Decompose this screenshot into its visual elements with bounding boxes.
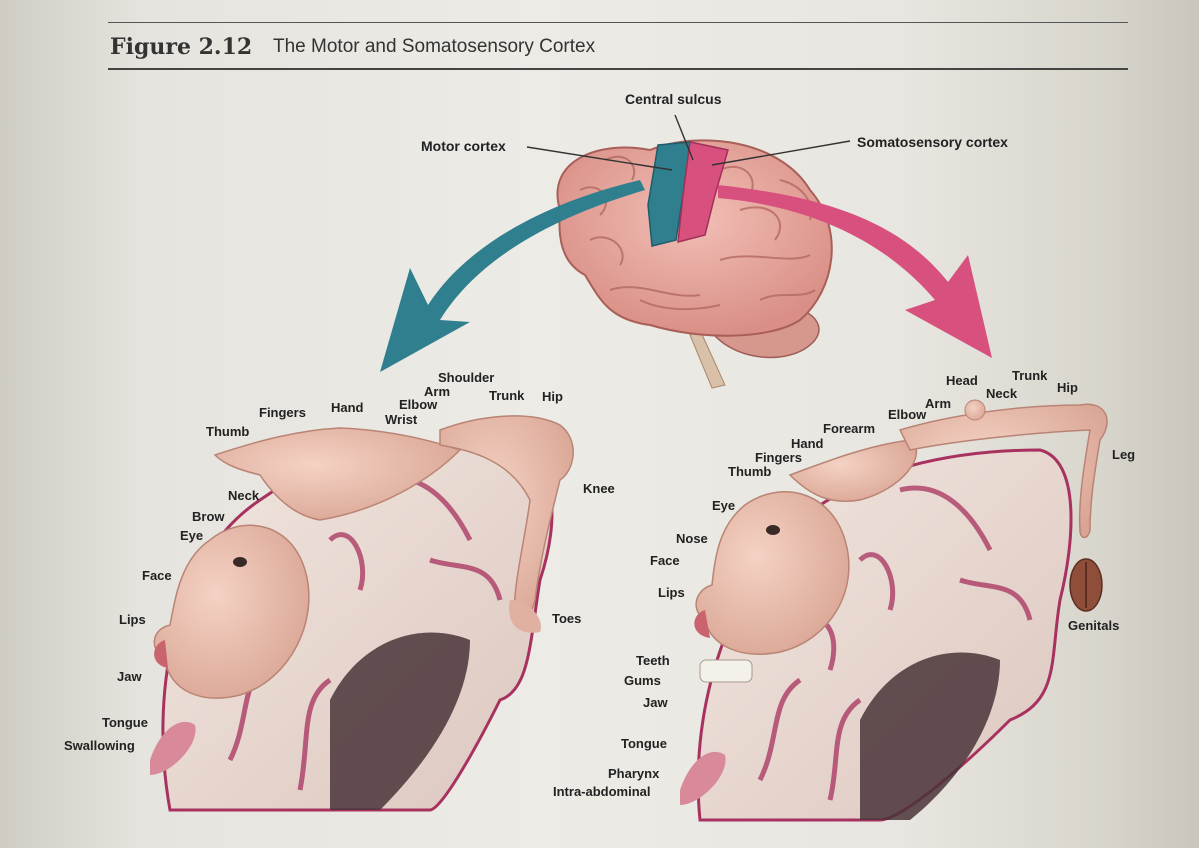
motor-face [153, 524, 310, 699]
motor-eye [233, 557, 247, 567]
motor-label-thumb: Thumb [206, 424, 250, 439]
sensory-label-gums: Gums [624, 673, 661, 688]
leader-lines [526, 114, 851, 171]
sensory-cortex-folds [757, 485, 1033, 801]
sensory-label-tongue: Tongue [621, 736, 667, 751]
motor-label-lips: Lips [119, 612, 146, 627]
motor-label-toes: Toes [552, 611, 582, 626]
sensory-label-lips: Lips [658, 585, 685, 600]
motor-label-wrist: Wrist [385, 412, 418, 427]
motor-label-neck: Neck [228, 488, 260, 503]
sensory-label-elbow: Elbow [888, 407, 927, 422]
sensory-hand [788, 439, 917, 502]
sensory-homunculus [680, 399, 1108, 822]
sensory-label-hand: Hand [791, 436, 824, 451]
sensory-pharynx [680, 751, 726, 805]
motor-ventricle [330, 632, 470, 810]
sensory-tongue [694, 610, 710, 638]
motor-label-face: Face [142, 568, 172, 583]
sensory-label-hip: Hip [1057, 380, 1078, 395]
sensory-label-pharynx: Pharynx [608, 766, 660, 781]
sensory-label-forearm: Forearm [823, 421, 876, 436]
label-somatosensory-cortex: Somatosensory cortex [857, 134, 1008, 150]
somatosensory-cortex-strip [677, 141, 729, 243]
top-rule [108, 22, 1128, 23]
sensory-teeth [699, 659, 753, 683]
sensory-label-trunk: Trunk [1012, 368, 1048, 383]
motor-label-tongue: Tongue [102, 715, 148, 730]
motor-foot [509, 600, 541, 633]
motor-label-arm: Arm [424, 384, 451, 399]
motor-homunculus [150, 415, 574, 812]
brain-illustration [556, 139, 833, 389]
sensory-label-eye: Eye [712, 498, 736, 513]
figure-title: The Motor and Somatosensory Cortex [273, 36, 596, 57]
sensory-label-genitals: Genitals [1068, 618, 1120, 633]
motor-arrow [380, 180, 645, 372]
sensory-label-intra-abdominal: Intra-abdominal [553, 784, 651, 799]
sensory-label-nose: Nose [676, 531, 708, 546]
sensory-label-face: Face [650, 553, 680, 568]
sensory-label-fingers: Fingers [755, 450, 802, 465]
sensory-label-thumb: Thumb [728, 464, 772, 479]
bottom-rule [108, 68, 1128, 70]
sensory-ventricle [860, 652, 1000, 820]
motor-label-elbow: Elbow [399, 397, 438, 412]
motor-label-jaw: Jaw [117, 669, 142, 684]
motor-label-eye: Eye [180, 528, 204, 543]
label-central-sulcus: Central sulcus [625, 91, 722, 107]
motor-leg [439, 415, 574, 623]
motor-label-shoulder: Shoulder [438, 370, 495, 385]
motor-swallowing [150, 721, 196, 775]
motor-label-brow: Brow [192, 509, 225, 524]
sensory-label-jaw: Jaw [643, 695, 668, 710]
sensory-label-neck: Neck [986, 386, 1018, 401]
sensory-label-arm: Arm [925, 396, 952, 411]
motor-hand [213, 427, 462, 521]
sensory-eye [766, 525, 780, 535]
motor-label-fingers: Fingers [259, 405, 306, 420]
sensory-head [964, 399, 986, 421]
sensory-arrow [718, 185, 992, 358]
sensory-label-head: Head [946, 373, 978, 388]
sensory-body [898, 403, 1108, 539]
motor-label-hip: Hip [542, 389, 563, 404]
sensory-label-teeth: Teeth [636, 653, 670, 668]
motor-label-trunk: Trunk [489, 388, 525, 403]
figure-number: Figure 2.12 [110, 34, 253, 60]
sensory-face [695, 491, 850, 655]
motor-label-swallowing: Swallowing [64, 738, 135, 753]
motor-label-hand: Hand [331, 400, 364, 415]
motor-label-knee: Knee [583, 481, 615, 496]
motor-tongue [154, 640, 168, 668]
sensory-label-leg: Leg [1112, 447, 1136, 462]
label-motor-cortex: Motor cortex [421, 138, 506, 154]
